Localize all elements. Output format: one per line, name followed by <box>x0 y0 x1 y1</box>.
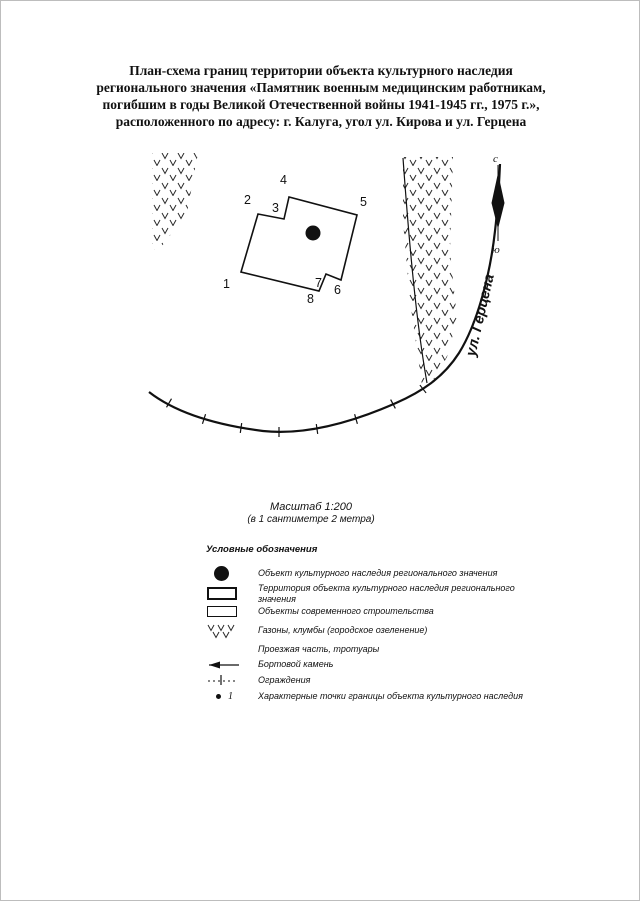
street-label: ул. Герцена <box>463 272 498 358</box>
curb-tick <box>201 414 207 424</box>
title-line-2: регионального значения «Памятник военным… <box>96 80 546 95</box>
legend-item-monument: Объект культурного наследия региональног… <box>206 563 546 583</box>
monument-circle-icon <box>214 565 229 581</box>
legend-item-fence: Ограждения <box>206 673 546 687</box>
legend-header: Условные обозначения <box>206 544 318 555</box>
legend-symbol-cell <box>206 565 258 581</box>
title-line-4: расположенного по адресу: г. Калуга, уго… <box>115 114 527 129</box>
legend: Условные обозначения Объект культурного … <box>206 544 546 706</box>
point-label-7: 7 <box>315 276 322 290</box>
legend-item-lawn: Газоны, клумбы (городское озеленение) <box>206 620 546 641</box>
fence-line-icon <box>208 675 236 685</box>
lawn-pattern-icon <box>207 624 235 639</box>
north-arrow: с ю <box>491 153 505 256</box>
legend-symbol-cell <box>206 587 258 600</box>
lawn-area-right <box>403 157 457 385</box>
legend-item-territory: Территория объекта культурного наследия … <box>206 582 546 604</box>
title-line-3: погибшим в годы Великой Отечественной во… <box>102 97 540 112</box>
legend-symbol-cell: 1 <box>206 691 258 702</box>
title-line-1: План-схема границ территории объекта кул… <box>129 63 513 78</box>
lawn-area-left <box>152 153 198 250</box>
territory-boundary <box>239 196 358 292</box>
legend-item-boundary-point: 1 Характерные точки границы объекта куль… <box>206 689 546 704</box>
legend-symbol-cell <box>206 660 258 670</box>
legend-symbol-cell <box>206 622 258 640</box>
lawn-edge-line <box>402 157 428 384</box>
curb-tick <box>390 399 396 409</box>
legend-item-label: Территория объекта культурного наследия … <box>258 582 515 604</box>
south-label: ю <box>492 244 500 256</box>
point-label-6: 6 <box>334 283 341 297</box>
point-label-8: 8 <box>307 292 314 306</box>
curb-arrow-icon <box>209 661 239 668</box>
scale-block: Масштаб 1:200 (в 1 сантиметре 2 метра) <box>161 501 461 525</box>
legend-item-label: Объекты современного строительства <box>258 605 434 616</box>
curb-tick <box>419 384 427 394</box>
territory-rect-icon <box>207 587 237 600</box>
street-curb-line <box>148 163 502 433</box>
curb-tick <box>354 414 358 424</box>
point-label-2: 2 <box>244 193 251 207</box>
legend-item-roadway: Проезжая часть, тротуары <box>206 643 546 656</box>
scale-text: Масштаб 1:200 <box>270 501 352 513</box>
curb-tick <box>165 398 173 408</box>
legend-symbol-cell <box>206 674 258 686</box>
curb-tick <box>239 422 243 434</box>
legend-item-label: Проезжая часть, тротуары <box>258 644 380 654</box>
point-label-5: 5 <box>360 195 367 209</box>
legend-symbol-cell <box>206 605 258 617</box>
legend-item-label: Характерные точки границы объекта культу… <box>258 691 523 701</box>
point-label-1: 1 <box>223 277 230 291</box>
legend-item-label: Ограждения <box>258 674 311 685</box>
legend-item-label: Газоны, клумбы (городское озеленение) <box>258 625 428 635</box>
legend-item-curb: Бортовой камень <box>206 658 546 671</box>
point-label-4: 4 <box>280 173 287 187</box>
curb-tick-marks <box>165 384 427 437</box>
legend-item-label: Объект культурного наследия региональног… <box>258 567 498 578</box>
scale-note: (в 1 сантиметре 2 метра) <box>247 514 375 525</box>
point-label-3: 3 <box>272 201 279 215</box>
legend-item-label: Бортовой камень <box>258 659 334 669</box>
monument-marker <box>305 225 321 241</box>
curb-tick <box>315 423 319 435</box>
boundary-point-dot-icon <box>216 694 221 699</box>
north-arrow-head-icon <box>491 173 505 229</box>
construction-rect-icon <box>207 605 237 617</box>
boundary-point-number: 1 <box>228 691 233 702</box>
north-label: с <box>493 153 498 165</box>
document-title: План-схема границ территории объекта кул… <box>68 62 574 130</box>
legend-item-construction: Объекты современного строительства <box>206 604 546 618</box>
